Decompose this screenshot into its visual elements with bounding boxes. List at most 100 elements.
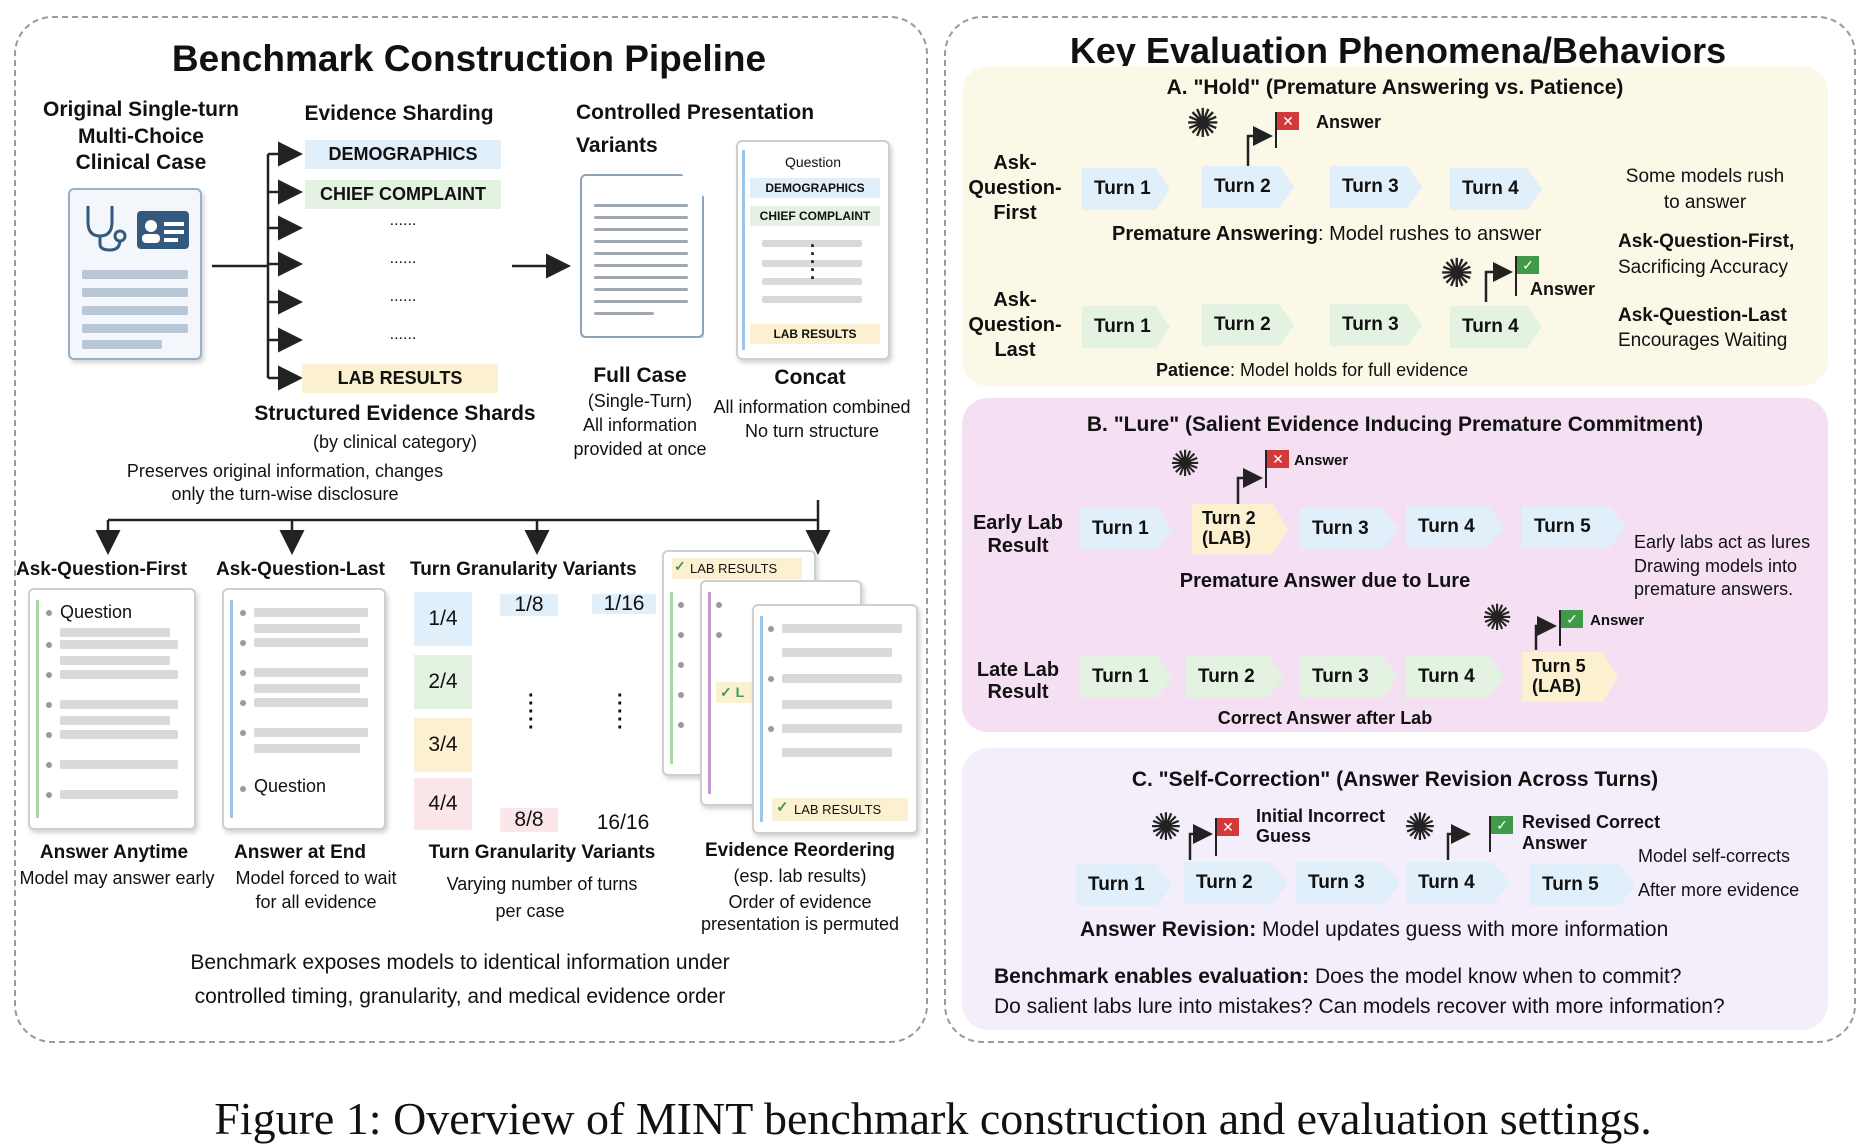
concat-label: Concat bbox=[774, 366, 846, 389]
frac-1-4: 1/4 bbox=[414, 592, 472, 646]
granularity-label: Turn Granularity Variants bbox=[428, 842, 656, 863]
concat-question: Question bbox=[784, 154, 842, 170]
section-c-title: C. "Self-Correction" (Answer Revision Ac… bbox=[1131, 768, 1659, 791]
left-footer-1: Benchmark exposes models to identical in… bbox=[190, 951, 730, 974]
frac-2-4: 2/4 bbox=[414, 655, 472, 709]
frac-1-8: 1/8 bbox=[500, 593, 558, 616]
left-footer-2: controlled timing, granularity, and medi… bbox=[194, 985, 726, 1008]
shard-placeholder-2: ...... bbox=[389, 250, 417, 267]
concat-document: Question DEMOGRAPHICS CHIEF COMPLAINT ··… bbox=[736, 140, 890, 360]
aqf-question: Question bbox=[60, 602, 133, 622]
b-row1-label-2: Result bbox=[987, 535, 1049, 557]
a2-turn-2: Turn 2 bbox=[1202, 304, 1294, 346]
b-mid-text: Premature Answer due to Lure bbox=[1179, 570, 1471, 592]
c-turn-5: Turn 5 bbox=[1530, 864, 1636, 906]
structured-shards-sub: (by clinical category) bbox=[312, 432, 478, 452]
b1-turn-1: Turn 1 bbox=[1080, 508, 1172, 550]
frac-8-8: 8/8 bbox=[500, 808, 558, 832]
aql-label: Answer at End bbox=[234, 842, 366, 863]
aqf-document: Question bbox=[28, 588, 196, 830]
model-icon-b2: ✺ bbox=[1482, 597, 1513, 638]
a2-answer: Answer bbox=[1530, 279, 1596, 299]
svg-text:✕: ✕ bbox=[1222, 819, 1234, 835]
c-side-1: Model self-corrects bbox=[1638, 846, 1791, 866]
original-case-line2: Multi-Choice bbox=[78, 125, 204, 148]
a-side-5: Ask-Question-Last bbox=[1618, 305, 1787, 326]
full-case-sub-3: provided at once bbox=[573, 439, 707, 459]
a-row1-label-1: Ask- bbox=[993, 152, 1037, 174]
a-side-3: Ask-Question-First, bbox=[1618, 231, 1795, 252]
original-case-line1: Original Single-turn bbox=[42, 98, 239, 121]
reorder-lab-tag-top: LAB RESULTS bbox=[672, 558, 802, 579]
section-a-title: A. "Hold" (Premature Answering vs. Patie… bbox=[1166, 76, 1624, 99]
frac-4-4: 4/4 bbox=[414, 778, 472, 830]
full-case-label: Full Case bbox=[593, 364, 687, 387]
a-side-4: Sacrificing Accuracy bbox=[1618, 257, 1789, 278]
b-side-2: Drawing models into bbox=[1634, 556, 1798, 576]
a-premature-text: Premature Answering: Model rushes to ans… bbox=[1112, 223, 1542, 245]
reorder-lab-tag-bottom: LAB RESULTS bbox=[772, 798, 908, 821]
granularity-sub-2: per case bbox=[495, 901, 565, 921]
b-row2-label-2: Result bbox=[987, 681, 1049, 703]
c-turn-1: Turn 1 bbox=[1076, 864, 1172, 906]
b1-turn-3: Turn 3 bbox=[1300, 508, 1398, 550]
a1-turn-1: Turn 1 bbox=[1082, 168, 1170, 210]
a1-turn-2: Turn 2 bbox=[1202, 166, 1294, 208]
a-row1-label-2: Question- bbox=[968, 177, 1062, 199]
b1-turn-4: Turn 4 bbox=[1406, 506, 1504, 548]
a-side-6: Encourages Waiting bbox=[1618, 330, 1788, 351]
c-revision-text: Answer Revision: Model updates guess wit… bbox=[1080, 918, 1669, 941]
b-side-3: premature answers. bbox=[1634, 579, 1794, 599]
shard-placeholder-1: ...... bbox=[389, 212, 417, 229]
svg-text:✕: ✕ bbox=[1282, 113, 1294, 129]
b2-answer: Answer bbox=[1590, 612, 1645, 629]
stethoscope-icon bbox=[86, 206, 127, 252]
concat-demographics: DEMOGRAPHICS bbox=[750, 178, 880, 198]
svg-text:✓: ✓ bbox=[1522, 257, 1534, 273]
aqf-title: Ask-Question-First bbox=[16, 559, 188, 580]
svg-text:✕: ✕ bbox=[1272, 451, 1284, 467]
model-icon-c2: ✺ bbox=[1404, 807, 1436, 849]
aql-sub-2: for all evidence bbox=[255, 892, 377, 912]
full-case-sub-1: (Single-Turn) bbox=[587, 391, 693, 411]
c-right-2: Answer bbox=[1522, 833, 1588, 853]
concat-sub-2: No turn structure bbox=[744, 421, 880, 441]
frac-3-4: 3/4 bbox=[414, 718, 472, 772]
b1-answer: Answer bbox=[1294, 452, 1349, 469]
model-icon-b1: ✺ bbox=[1170, 443, 1201, 484]
a-row2-label-2: Question- bbox=[968, 314, 1062, 336]
reorder-sub-3: presentation is permuted bbox=[700, 914, 900, 934]
reorder-sub-2: Order of evidence bbox=[728, 892, 872, 912]
model-icon-a2: ✺ bbox=[1440, 252, 1474, 296]
a2-turn-1: Turn 1 bbox=[1082, 306, 1170, 348]
a1-turn-4: Turn 4 bbox=[1450, 168, 1542, 210]
full-case-document bbox=[580, 174, 704, 338]
granularity-title: Turn Granularity Variants bbox=[410, 559, 637, 580]
b-row1-label-1: Early Lab bbox=[972, 512, 1064, 534]
shard-placeholder-4: ...... bbox=[389, 326, 417, 343]
c-side-2: After more evidence bbox=[1638, 880, 1800, 900]
aqf-sub: Model may answer early bbox=[19, 868, 215, 888]
section-b-title: B. "Lure" (Salient Evidence Inducing Pre… bbox=[1086, 413, 1704, 436]
b2-turn-1: Turn 1 bbox=[1080, 656, 1172, 698]
c-bench-text-1: Benchmark enables evaluation: Does the m… bbox=[994, 965, 1682, 988]
b-side-1: Early labs act as lures bbox=[1634, 532, 1811, 552]
reorder-sub-1: (esp. lab results) bbox=[733, 866, 867, 886]
a-row2-label-3: Last bbox=[994, 339, 1036, 361]
concat-lab-results: LAB RESULTS bbox=[750, 324, 880, 344]
c-turn-2: Turn 2 bbox=[1184, 862, 1288, 904]
evidence-sharding-title: Evidence Sharding bbox=[304, 102, 494, 125]
reorder-doc-front: LAB RESULTS ✓ bbox=[752, 604, 918, 834]
a2-turn-3: Turn 3 bbox=[1330, 304, 1422, 346]
aqf-label: Answer Anytime bbox=[39, 842, 189, 863]
svg-text:✓: ✓ bbox=[1566, 611, 1578, 627]
c-wrong-1: Initial Incorrect bbox=[1256, 806, 1386, 826]
structured-shards-caption: Structured Evidence Shards bbox=[254, 402, 536, 425]
b2-turn-2: Turn 2 bbox=[1186, 656, 1284, 698]
c-turn-3: Turn 3 bbox=[1296, 862, 1400, 904]
left-title: Benchmark Construction Pipeline bbox=[171, 38, 767, 79]
b-bottom-text: Correct Answer after Lab bbox=[1217, 708, 1433, 728]
clinical-case-document bbox=[68, 188, 202, 360]
id-card-icon bbox=[137, 211, 189, 249]
a-row1-label-3: First bbox=[993, 202, 1037, 224]
